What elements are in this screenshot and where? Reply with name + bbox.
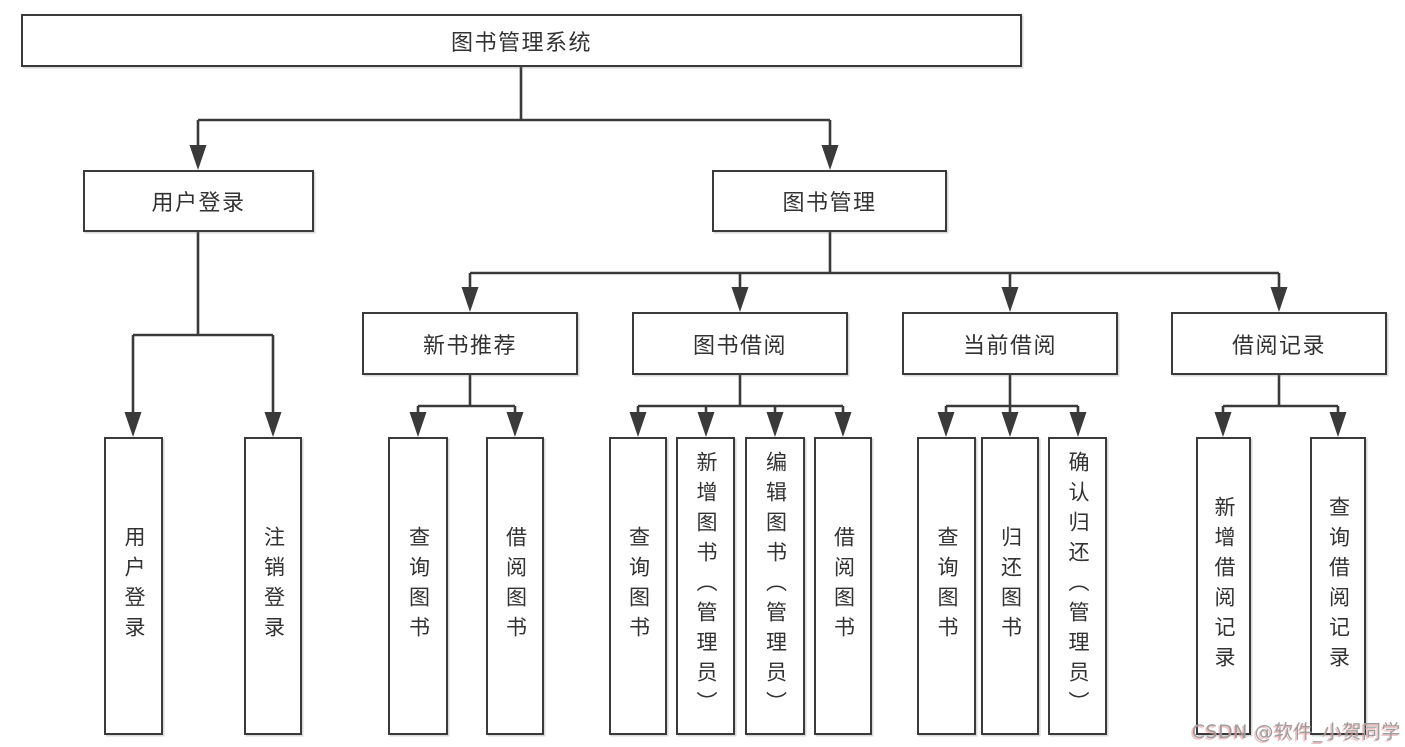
node-label: 确认归还（管理员） (1066, 451, 1090, 721)
arrowhead-icon (821, 145, 839, 170)
arrowhead-icon (1001, 412, 1019, 437)
arrowhead-icon (264, 412, 282, 437)
arrowhead-icon (766, 412, 784, 437)
node-label: 用户登录 (151, 191, 246, 216)
node-book-mgmt: 图书管理 (712, 170, 947, 232)
node-leaf-add-record: 新增借阅记录 (1196, 437, 1251, 735)
node-root: 图书管理系统 (21, 14, 1022, 67)
node-label: 图书借阅 (692, 333, 787, 359)
node-label: 借阅记录 (1231, 333, 1326, 359)
arrowhead-icon (1214, 412, 1232, 437)
node-label: 图书管理 (782, 191, 877, 216)
node-label: 查询图书 (626, 526, 651, 646)
node-leaf-confirm-return: 确认归还（管理员） (1048, 437, 1107, 735)
node-label: 查询借阅记录 (1326, 496, 1351, 676)
node-label: 当前借阅 (962, 333, 1057, 359)
arrowhead-icon (189, 145, 207, 170)
node-label: 查询图书 (406, 526, 431, 646)
arrowhead-icon (461, 287, 479, 312)
arrowhead-icon (629, 412, 647, 437)
node-new-book-rec: 新书推荐 (362, 312, 578, 375)
node-leaf-query-book-3: 查询图书 (917, 437, 976, 735)
node-label: 用户登录 (122, 526, 146, 646)
node-label: 借阅图书 (503, 526, 528, 646)
node-current-borrow: 当前借阅 (902, 312, 1118, 375)
node-label: 注销登录 (261, 526, 286, 646)
node-leaf-borrow-book-1: 借阅图书 (486, 437, 544, 735)
node-book-borrow: 图书借阅 (632, 312, 848, 375)
arrowhead-icon (1270, 287, 1288, 312)
arrowhead-icon (731, 287, 749, 312)
node-leaf-edit-book: 编辑图书（管理员） (745, 437, 805, 735)
arrowhead-icon (409, 412, 427, 437)
node-label: 查询图书 (935, 526, 959, 646)
node-leaf-logout: 注销登录 (244, 437, 302, 735)
arrowhead-icon (697, 412, 715, 437)
arrowhead-icon (834, 412, 852, 437)
arrowhead-icon (937, 412, 955, 437)
node-label: 新增借阅记录 (1212, 496, 1236, 676)
node-leaf-borrow-book-2: 借阅图书 (814, 437, 872, 735)
node-leaf-query-book-2: 查询图书 (609, 437, 667, 735)
node-label: 图书管理系统 (450, 30, 592, 56)
arrowhead-icon (1329, 412, 1347, 437)
node-borrow-records: 借阅记录 (1171, 312, 1387, 375)
node-label: 新书推荐 (422, 333, 517, 359)
node-leaf-user-login: 用户登录 (104, 437, 163, 735)
node-leaf-query-record: 查询借阅记录 (1310, 437, 1366, 735)
arrowhead-icon (506, 412, 524, 437)
node-label: 归还图书 (998, 526, 1023, 646)
node-user-login: 用户登录 (83, 170, 314, 232)
node-leaf-query-book-1: 查询图书 (388, 437, 448, 735)
arrowhead-icon (124, 412, 142, 437)
node-label: 编辑图书（管理员） (763, 451, 788, 721)
arrowhead-icon (1001, 287, 1019, 312)
arrowhead-icon (1069, 412, 1087, 437)
node-label: 新增图书（管理员） (694, 451, 718, 721)
node-leaf-return-book: 归还图书 (981, 437, 1039, 735)
node-leaf-add-book: 新增图书（管理员） (676, 437, 735, 735)
node-label: 借阅图书 (831, 526, 856, 646)
